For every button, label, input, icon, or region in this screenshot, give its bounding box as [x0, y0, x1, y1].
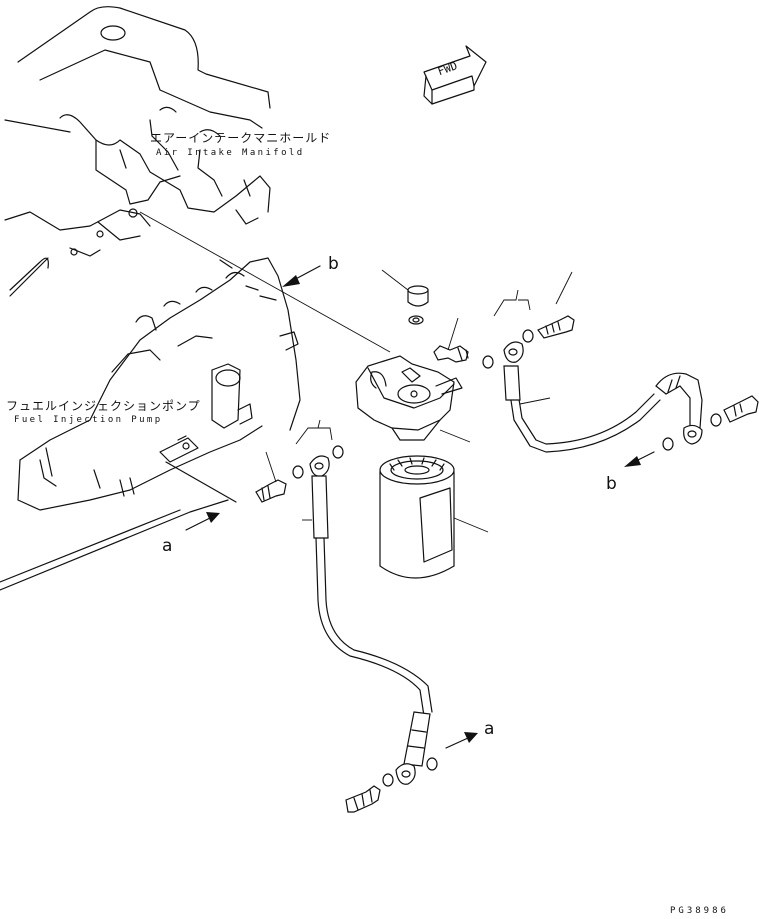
ref-a-bottom: a	[484, 719, 495, 739]
fuel-hose-right	[503, 365, 759, 453]
hose-right-upper-fittings	[482, 271, 575, 369]
ref-b-right: b	[606, 474, 617, 494]
plug-and-washer	[381, 269, 429, 325]
fuel-filter-head	[355, 355, 471, 443]
air-intake-manifold-drawing	[4, 6, 391, 353]
fuel-pipe-lower	[302, 475, 438, 813]
fwd-arrow	[423, 45, 487, 105]
figure-code: PG38986	[670, 906, 729, 916]
bolt-upper	[433, 317, 469, 363]
fuel-injection-pump-drawing	[0, 257, 301, 591]
ref-a-left: a	[162, 536, 173, 556]
ref-b-top: b	[328, 254, 339, 274]
fuel-injection-pump-label-en: Fuel Injection Pump	[14, 415, 163, 425]
reference-arrows	[185, 265, 655, 749]
fuel-filter-cartridge	[379, 455, 489, 579]
fuel-injection-pump-label-jp: フュエルインジェクションポンプ	[6, 399, 201, 413]
left-fittings	[255, 419, 344, 503]
air-intake-manifold-label-jp: エアーインテークマニホールド	[150, 131, 332, 145]
air-intake-manifold-label-en: Air Intake Manifold	[156, 148, 305, 158]
